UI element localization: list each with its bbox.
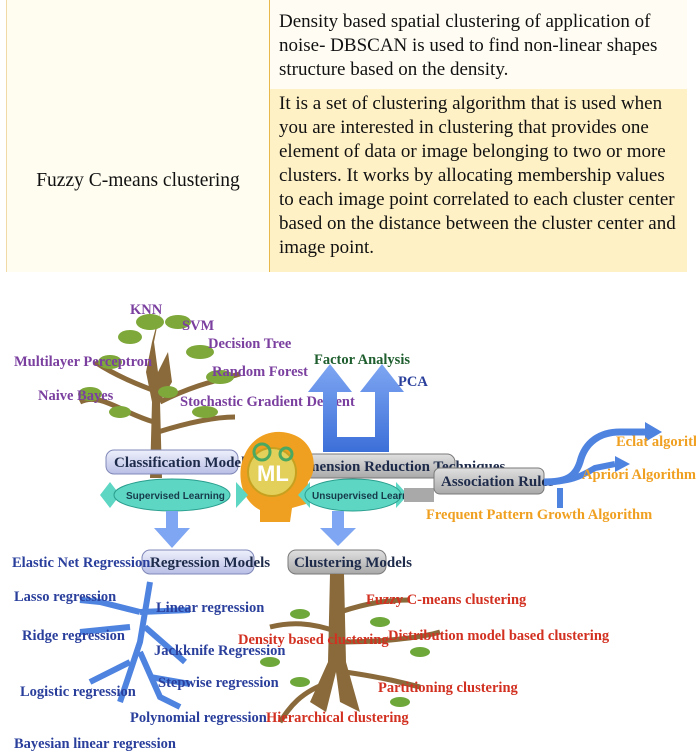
regression-branches [79,581,191,710]
stepwise-label: Stepwise regression [158,675,279,691]
svm-label: SVM [182,318,215,334]
unsupervised-oval [304,478,402,512]
density-based-label: Density based clustering [238,632,389,648]
table-description-cell: Density based spatial clustering of appl… [270,0,687,272]
eclat-label: Eclat algorithm [616,434,696,450]
fuzzy-description: It is a set of clustering algorithm that… [279,93,676,258]
jackknife-label: Jackknife Regression [154,643,285,659]
down-arrow-clustering [320,511,356,546]
multilayer-perceptron-label: Multilayer Perceptron [14,354,152,370]
bayesian-label: Bayesian linear regression [14,736,176,752]
clustering-roots [260,574,441,724]
ridge-label: Ridge regression [22,628,125,644]
down-arrow-regression [154,511,190,548]
table-label-cell: Fuzzy C-means clustering [6,0,271,272]
association-rules-label: Association Rules [441,474,554,490]
fuzzy-c-means-label: Fuzzy C-means clustering [366,592,527,608]
pca-label: PCA [398,374,428,390]
hierarchical-label: Hierarchical clustering [266,710,409,726]
unsupervised-arrow [298,482,408,508]
fp-growth-label: Frequent Pattern Growth Algorithm [426,507,652,523]
row-label: Fuzzy C-means clustering [36,170,240,191]
supervised-label: Supervised Learning [126,491,225,502]
partitioning-label: Partitioning clustering [378,680,519,696]
fuzzy-row: It is a set of clustering algorithm that… [270,89,687,272]
lasso-label: Lasso regression [14,589,116,605]
diagram-svg: KNN SVM Decision Tree Multilayer Percept… [12,302,696,752]
classification-models-label: Classification Models [114,455,251,471]
supervised-arrow [100,482,248,508]
elastic-net-label: Elastic Net Regression [12,555,150,571]
dbscan-row: Density based spatial clustering of appl… [270,0,687,89]
naive-bayes-label: Naive Bayes [38,388,114,404]
unsupervised-label: Unsupervised Learning [312,491,423,502]
factor-analysis-label: Factor Analysis [314,352,410,368]
regression-models-label: Regression Models [150,555,270,571]
linear-regression-label: Linear regression [156,600,264,616]
apriori-label: Apriori Algorithm [582,467,696,483]
ml-center-label: ML [257,461,289,486]
sgd-label: Stochastic Gradient Descent [180,394,355,410]
dbscan-description: Density based spatial clustering of appl… [279,11,658,80]
distribution-model-label: Distribution model based clustering [388,628,610,644]
polynomial-label: Polynomial regression [130,710,267,726]
comparison-table: Fuzzy C-means clustering Density based s… [6,0,687,272]
regression-models-box [141,549,255,575]
knn-label: KNN [130,302,163,318]
classification-tree [78,312,241,478]
association-arrows [543,422,662,508]
ml-head [240,431,314,522]
decision-tree-label: Decision Tree [208,336,292,352]
association-link [404,488,434,502]
random-forest-label: Random Forest [212,364,308,380]
clustering-models-label: Clustering Models [294,555,412,571]
classification-models-box [105,449,239,475]
logistic-label: Logistic regression [20,684,136,700]
dimension-reduction-arrow [308,364,404,452]
ml-taxonomy-diagram: KNN SVM Decision Tree Multilayer Percept… [0,282,696,756]
